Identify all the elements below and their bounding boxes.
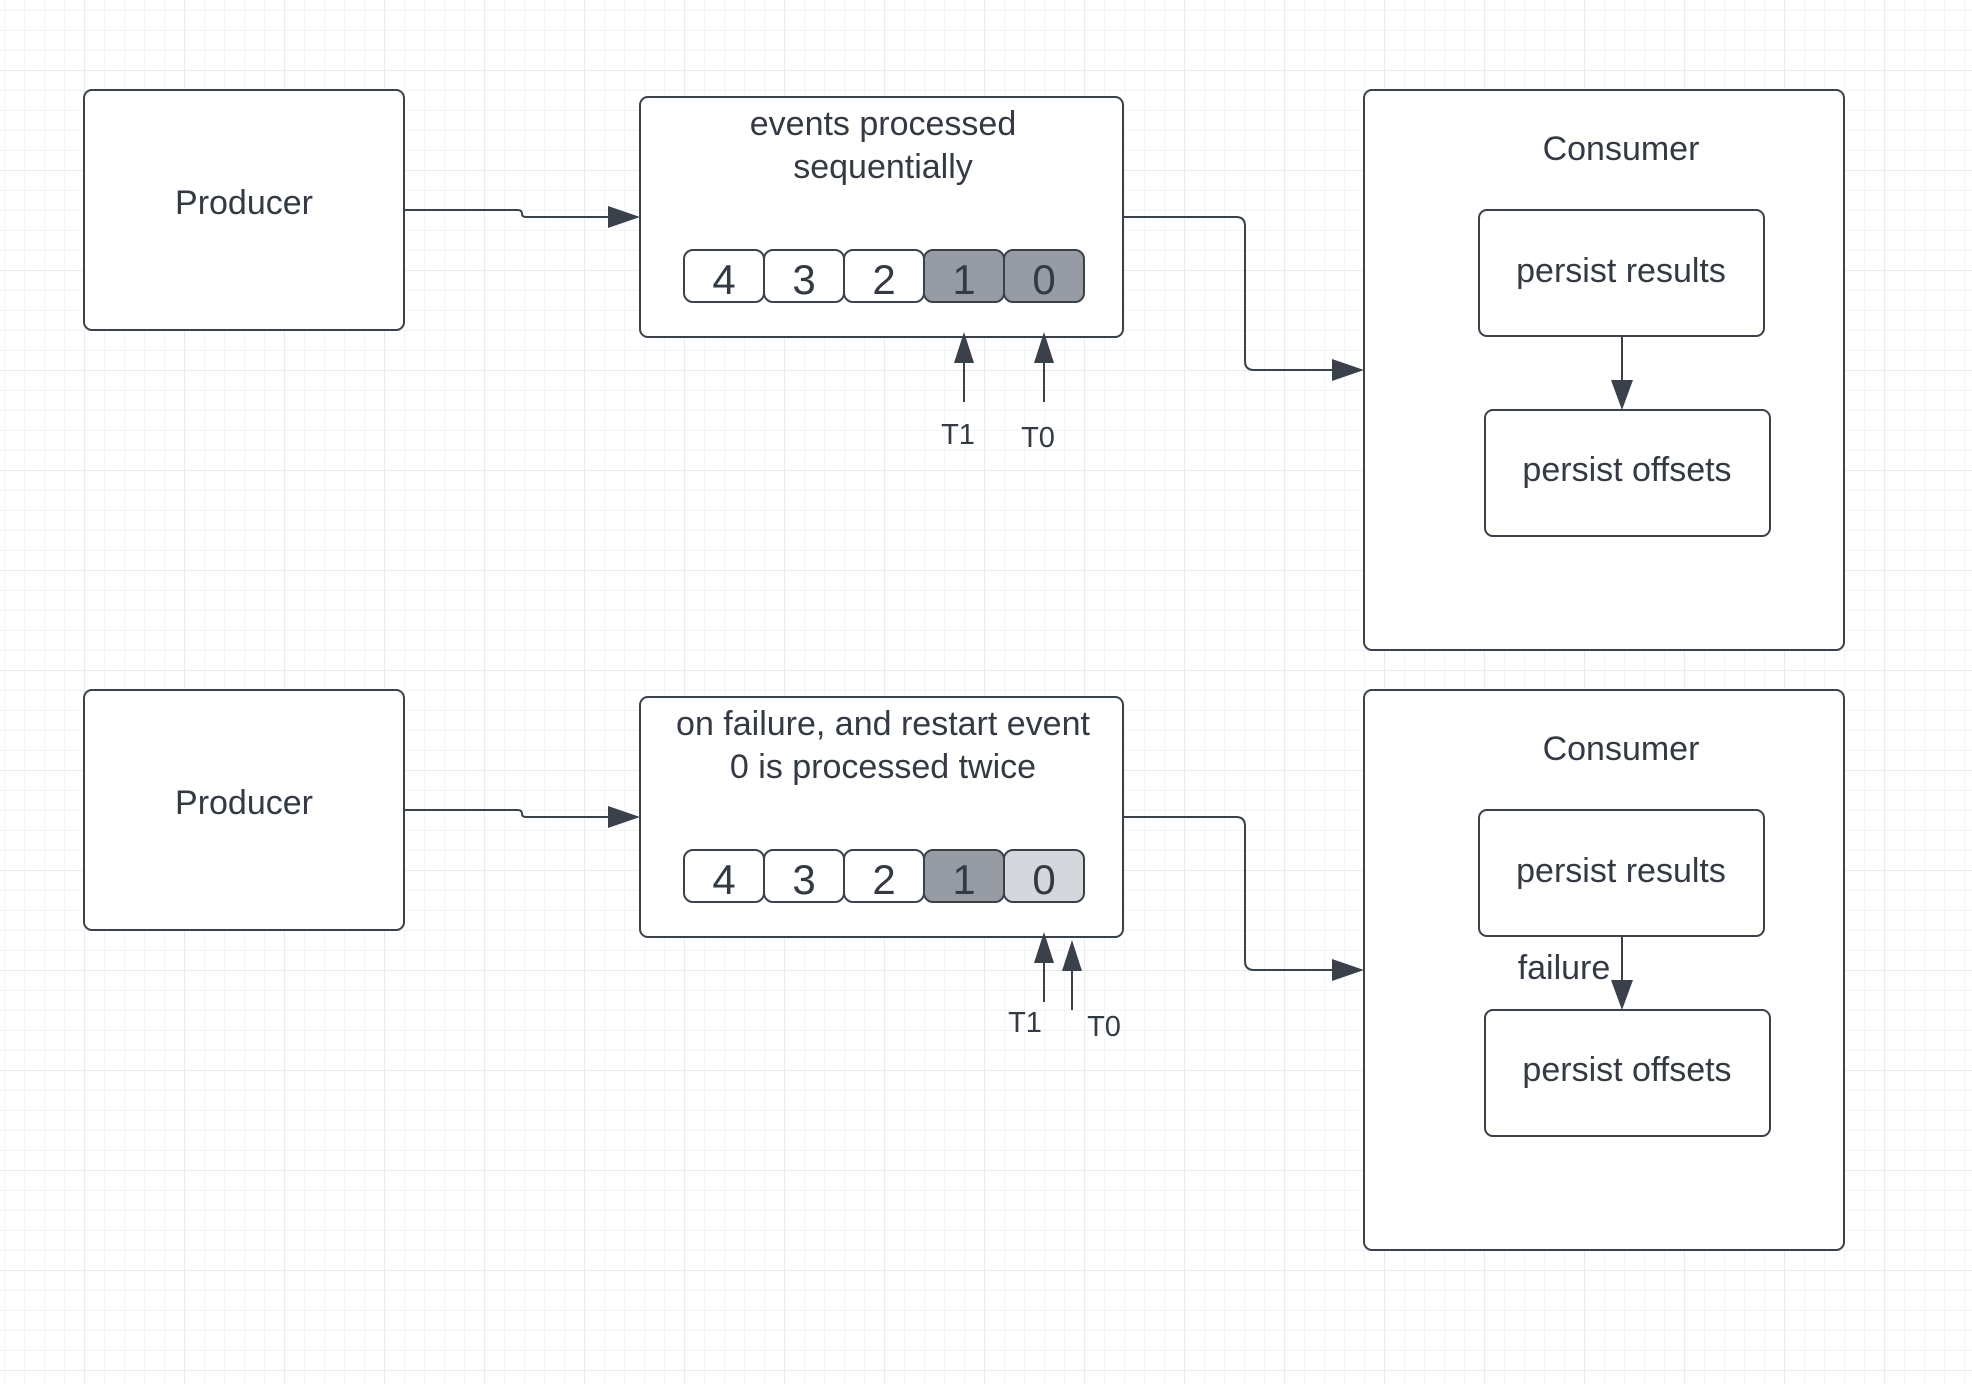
event-cell-label: 1 — [952, 856, 975, 903]
queue-caption-line-1: on failure, and restart event — [676, 705, 1090, 743]
offset-pointer-t0: T0 — [1021, 332, 1055, 454]
offset-pointer-t1: T1 — [1008, 932, 1054, 1039]
event-cell[interactable] — [1003, 849, 1085, 903]
consumer-box[interactable] — [1363, 89, 1845, 651]
pointer-label: T1 — [1008, 1007, 1042, 1039]
offset-pointer-t1: T1 — [941, 332, 975, 451]
connector-results-to-offsets: failure — [1518, 936, 1633, 1010]
producer-label: Producer — [175, 184, 313, 222]
event-cells: 4 3 2 1 0 — [683, 849, 1085, 903]
pointer-label: T0 — [1021, 422, 1055, 454]
queue-caption-line-2: 0 is processed twice — [730, 748, 1036, 786]
consumer-title: Consumer — [1543, 730, 1700, 768]
connector-producer-to-queue — [404, 806, 640, 828]
persist-offsets-box[interactable] — [1484, 1009, 1771, 1137]
event-cell-label: 4 — [712, 256, 735, 303]
scenario-failure: Producer on failure, and restart event 0… — [83, 689, 1845, 1251]
event-cell-label: 0 — [1032, 256, 1055, 303]
offset-pointer-t0: T0 — [1062, 940, 1121, 1043]
event-cell-label: 1 — [952, 256, 975, 303]
producer-label: Producer — [175, 784, 313, 822]
event-cell-label: 0 — [1032, 856, 1055, 903]
connector-producer-to-queue — [404, 206, 640, 228]
pointer-label: T0 — [1087, 1011, 1121, 1043]
persist-offsets-box[interactable] — [1484, 409, 1771, 537]
event-cell-label: 2 — [872, 856, 895, 903]
queue-caption-line-1: events processed — [750, 105, 1017, 143]
event-cell-label: 3 — [792, 256, 815, 303]
connector-queue-to-consumer — [1123, 816, 1364, 981]
scenario-normal: Producer events processed sequentially 4… — [83, 89, 1845, 651]
connector-queue-to-consumer — [1123, 216, 1364, 381]
persist-results-label: persist results — [1516, 852, 1726, 890]
event-cell[interactable] — [1003, 249, 1085, 303]
event-cell-label: 2 — [872, 256, 895, 303]
pointer-label: T1 — [941, 419, 975, 451]
event-cell-label: 3 — [792, 856, 815, 903]
persist-offsets-label: persist offsets — [1522, 1051, 1731, 1089]
consumer-title: Consumer — [1543, 130, 1700, 168]
persist-offsets-label: persist offsets — [1522, 451, 1731, 489]
persist-results-label: persist results — [1516, 252, 1726, 290]
event-cell-label: 4 — [712, 856, 735, 903]
event-cells: 4 3 2 1 0 — [683, 249, 1085, 303]
failure-label: failure — [1518, 949, 1611, 987]
connector-results-to-offsets — [1611, 336, 1633, 410]
queue-caption-line-2: sequentially — [793, 148, 973, 186]
